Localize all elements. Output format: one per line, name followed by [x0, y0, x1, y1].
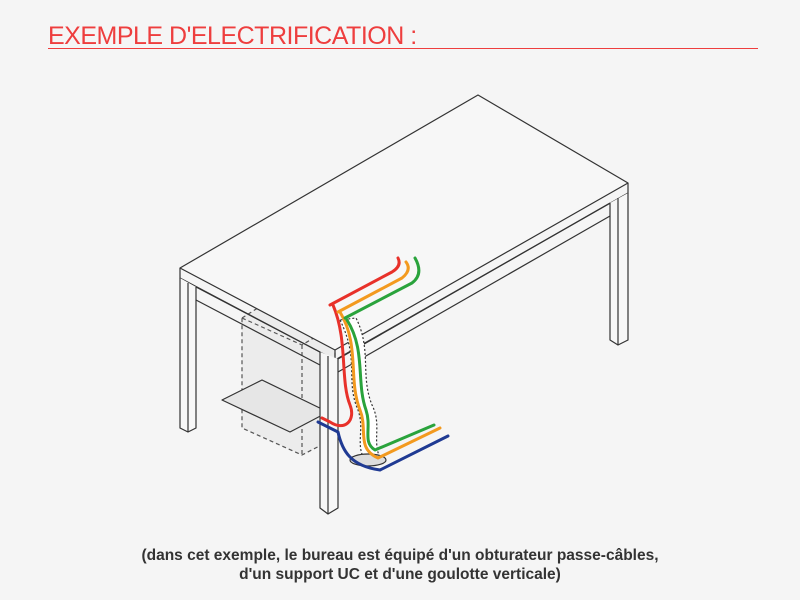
cables [316, 256, 450, 472]
cable-orange [336, 260, 442, 460]
vertical-cable-duct [339, 317, 381, 461]
title-underline [48, 48, 758, 49]
caption-line-2: d'un support UC et d'une goulotte vertic… [239, 566, 561, 583]
cable-green [343, 256, 436, 452]
caption: (dans cet exemple, le bureau est équipé … [0, 546, 800, 584]
cable-red [320, 256, 401, 428]
desk-legs [179, 193, 629, 515]
page-title: EXEMPLE D'ELECTRIFICATION : [48, 22, 417, 50]
cable-blue [316, 420, 450, 472]
caption-line-1: (dans cet exemple, le bureau est équipé … [141, 547, 659, 564]
